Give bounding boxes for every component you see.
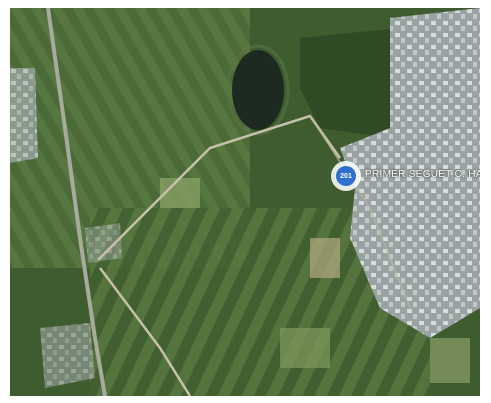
light-field-4: [430, 338, 470, 383]
village-center: [85, 223, 122, 263]
dirt-road-east: [309, 115, 411, 309]
town-area: [340, 8, 480, 338]
satellite-imagery: [10, 8, 480, 396]
reservoir-bank: [226, 44, 290, 136]
town-west-edge: [10, 68, 38, 163]
reservoir: [232, 50, 284, 130]
marker-label: PRIMER SEGUET C. HAP: [365, 169, 480, 180]
main-road: [46, 8, 107, 396]
marker-badge: 201: [336, 166, 356, 186]
light-field-3: [280, 328, 330, 368]
light-field-2: [310, 238, 340, 278]
location-marker[interactable]: 201: [331, 161, 361, 191]
satellite-map[interactable]: 201 PRIMER SEGUET C. HAP: [10, 8, 480, 396]
dirt-road-south: [99, 267, 192, 396]
village-south: [40, 323, 95, 388]
